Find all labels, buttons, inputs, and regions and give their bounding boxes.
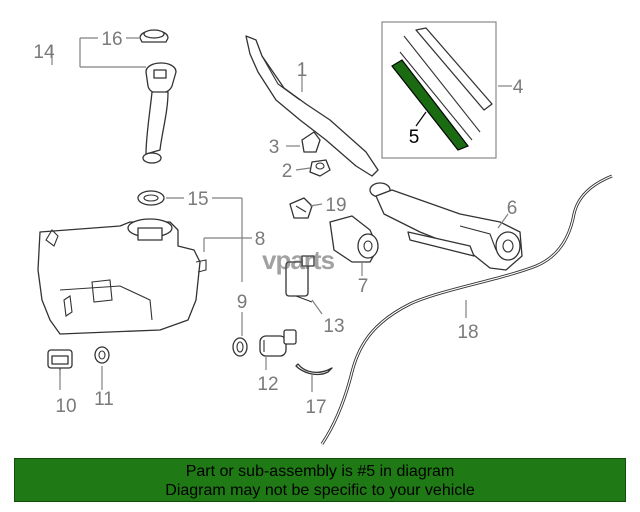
callout-6: 6 — [507, 198, 518, 219]
retainer-clip[interactable] — [289, 197, 313, 219]
wiper-linkage[interactable] — [369, 182, 523, 271]
callout-14: 14 — [33, 42, 55, 63]
wiper-blade-assembly[interactable] — [399, 27, 493, 141]
callout-3: 3 — [269, 137, 280, 158]
callout-19: 19 — [325, 195, 346, 216]
callout-5: 5 — [409, 127, 420, 148]
callout-16: 16 — [101, 29, 122, 50]
callout-15: 15 — [187, 189, 208, 210]
callout-18: 18 — [457, 322, 478, 343]
wiper-motor[interactable] — [329, 215, 379, 263]
washer-hose-long[interactable] — [320, 174, 613, 445]
callout-8: 8 — [255, 229, 266, 250]
callout-7: 7 — [358, 276, 369, 297]
reservoir-seal[interactable] — [137, 190, 165, 206]
filler-cap[interactable] — [139, 29, 169, 43]
washer-hose[interactable] — [295, 363, 333, 376]
callout-13: 13 — [323, 316, 344, 337]
arm-cap[interactable] — [301, 131, 321, 153]
banner-line-1: Part or sub-assembly is #5 in diagram — [185, 463, 455, 480]
blade-callout-box — [381, 21, 497, 159]
filler-neck[interactable] — [142, 62, 177, 164]
callout-1: 1 — [297, 60, 308, 81]
watermark-logo: vparts — [262, 245, 335, 275]
washer-pump[interactable] — [259, 329, 297, 357]
sensor-grommet[interactable] — [94, 346, 110, 364]
callout-12: 12 — [257, 374, 278, 395]
wiper-blade-refill[interactable] — [391, 59, 469, 151]
leader-lines — [51, 37, 512, 392]
callout-10: 10 — [55, 396, 76, 417]
pump-grommet[interactable] — [232, 337, 248, 357]
info-banner: Part or sub-assembly is #5 in diagram Di… — [14, 458, 626, 502]
washer-reservoir[interactable] — [37, 218, 207, 335]
callout-9: 9 — [237, 292, 248, 313]
wiper-arm[interactable] — [245, 35, 379, 177]
level-sensor[interactable] — [47, 349, 73, 376]
callout-17: 17 — [305, 397, 326, 418]
parts-diagram: 14 16 15 8 9 10 11 12 17 1 3 2 19 13 7 4… — [33, 21, 613, 445]
callout-11: 11 — [94, 389, 114, 410]
callout-labels: 14 16 15 8 9 10 11 12 17 1 3 2 19 13 7 4… — [33, 29, 523, 418]
arm-nut[interactable] — [309, 159, 331, 177]
callout-2: 2 — [282, 161, 293, 182]
washer-nozzle[interactable] — [285, 255, 315, 303]
banner-line-2: Diagram may not be specific to your vehi… — [165, 482, 475, 499]
callout-4: 4 — [513, 77, 524, 98]
